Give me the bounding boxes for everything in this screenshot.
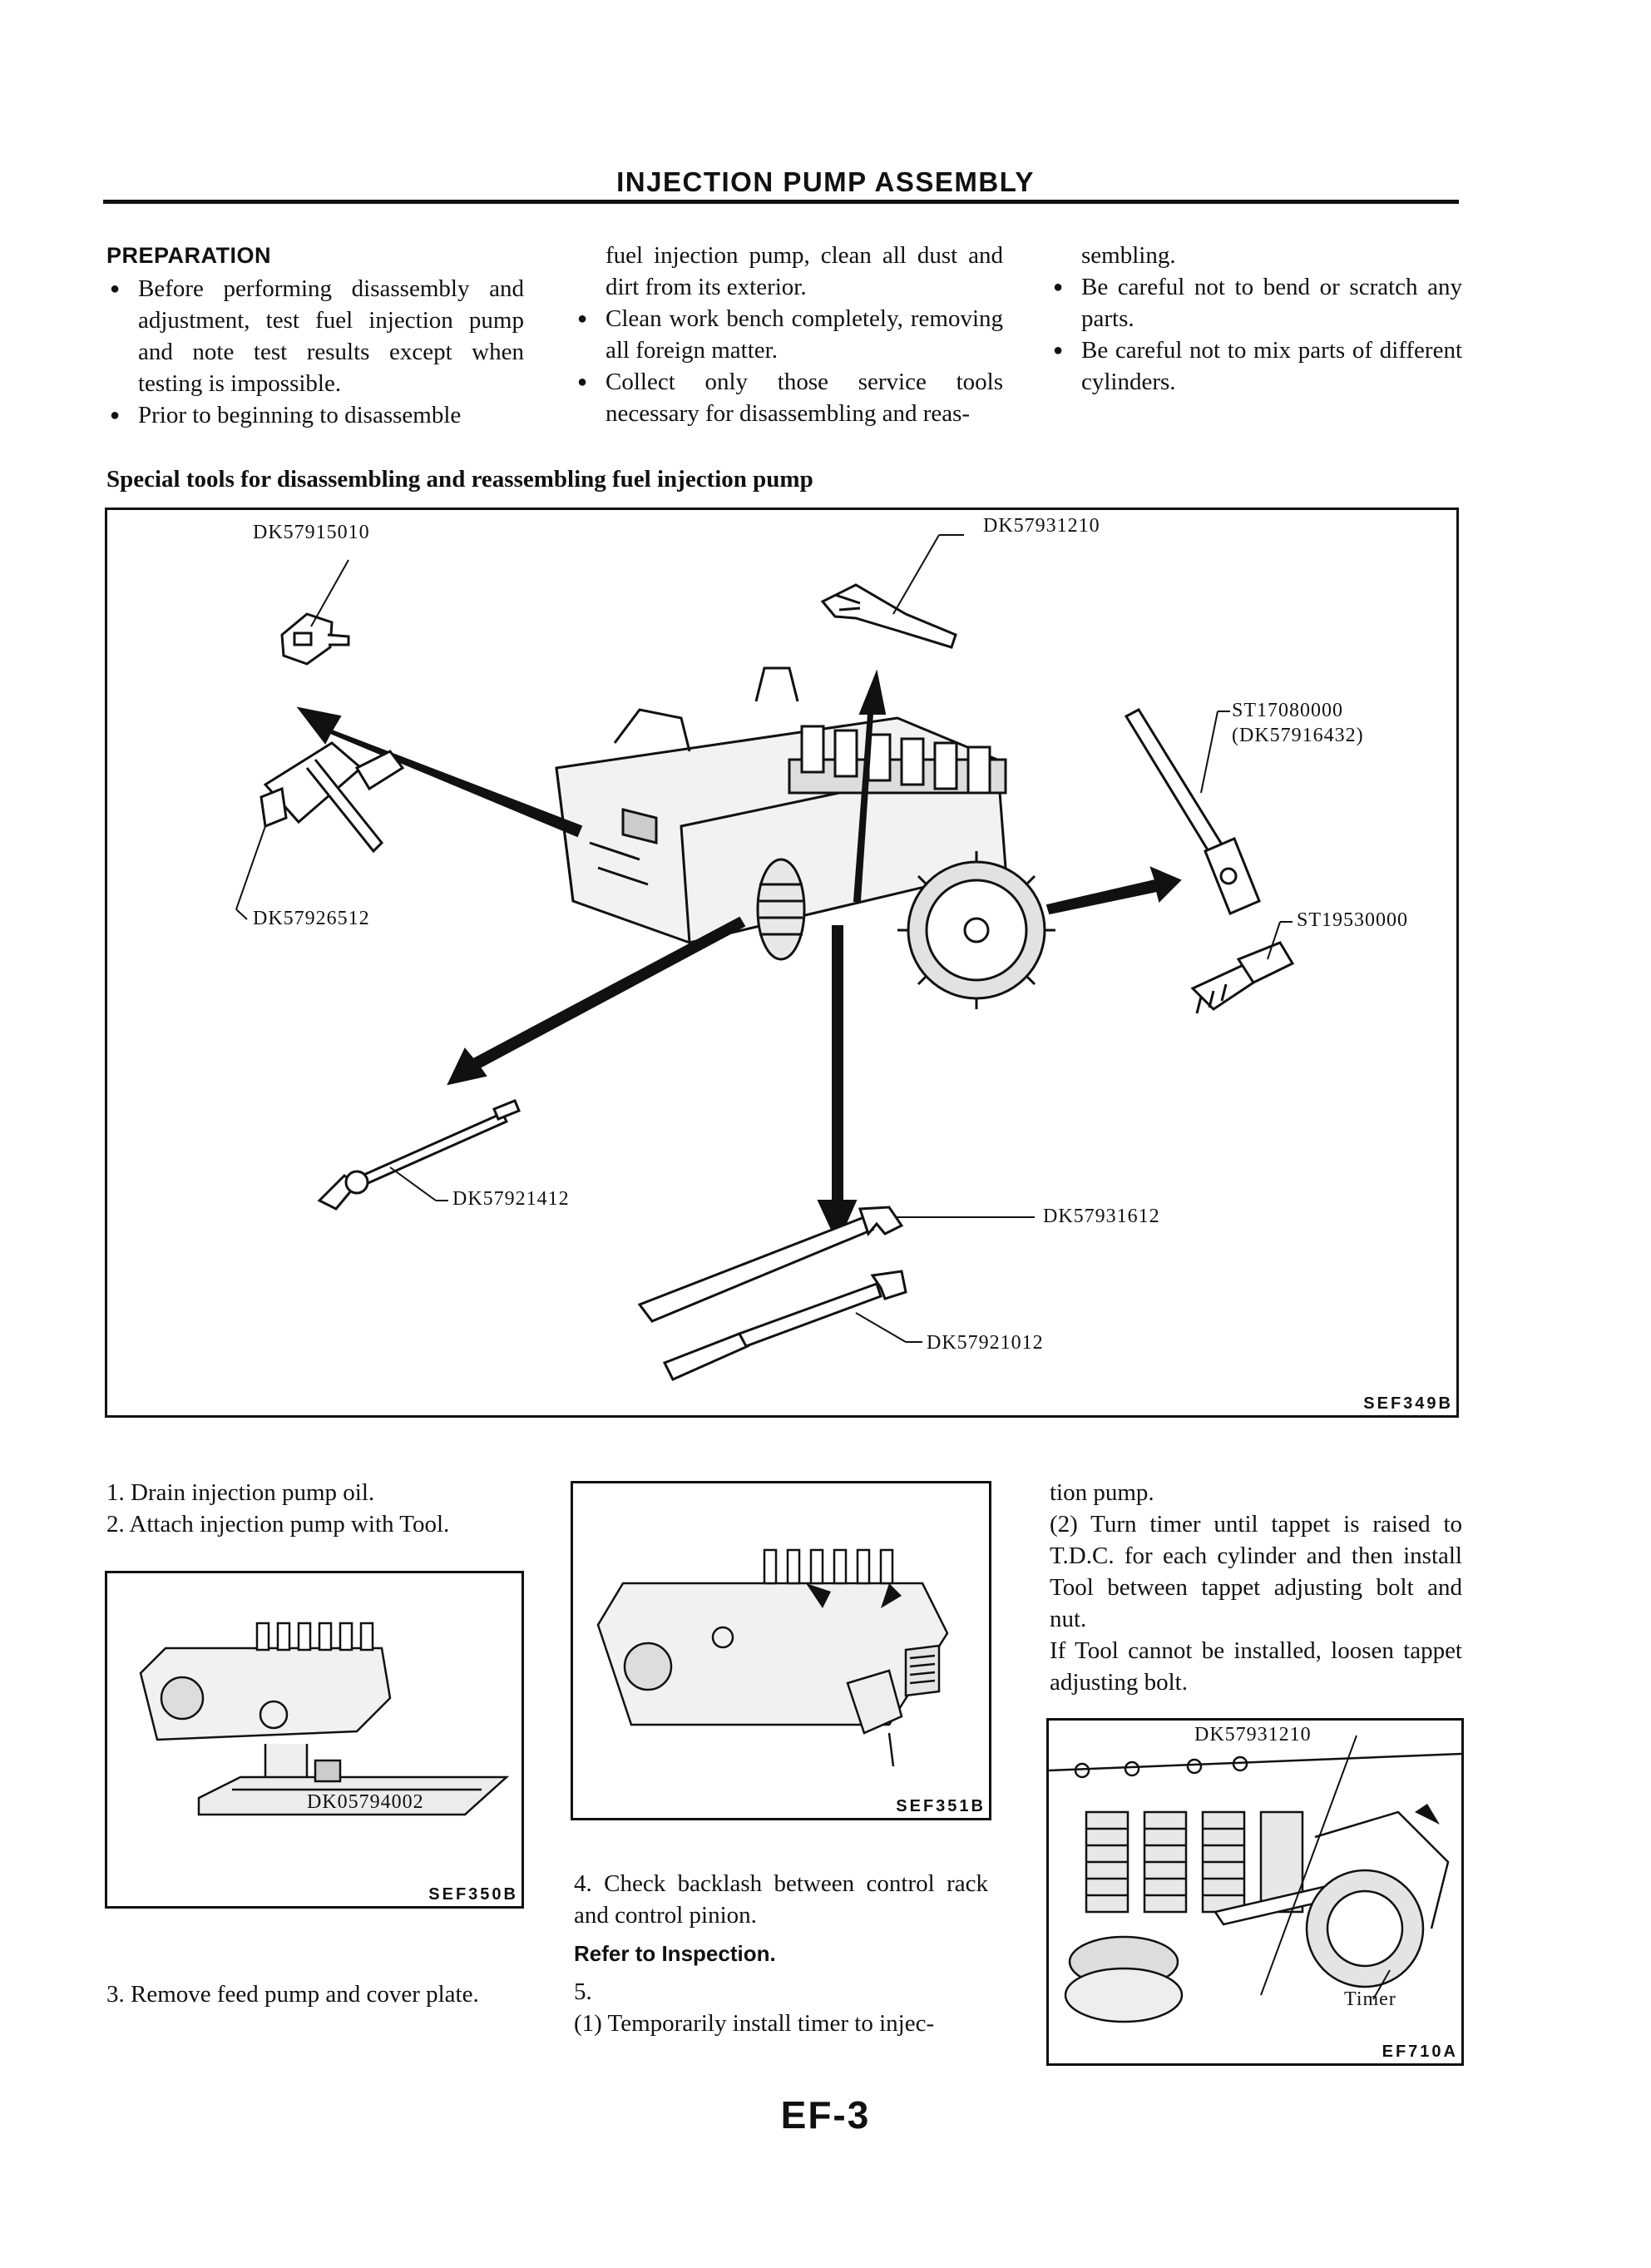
figure-sef350b: DK05794002 SEF350B <box>105 1571 524 1909</box>
figure-sef351b: SEF351B <box>571 1481 991 1820</box>
preparation-column-1: PREPARATION Before performing disassembl… <box>106 240 524 431</box>
label-st19530000: ST19530000 <box>1297 909 1409 931</box>
step-4-text: 4. Check backlash between control rack a… <box>574 1870 988 1929</box>
direction-arrows <box>296 669 1182 1245</box>
tool-socket-adapter <box>280 559 350 666</box>
label-st17080000: ST17080000 <box>1232 700 1344 721</box>
label-dk57921012: DK57921012 <box>927 1332 1044 1354</box>
figure-code-sef350b: SEF350B <box>428 1885 518 1904</box>
tool-bolt <box>1190 921 1295 1014</box>
label-dk05794002: DK05794002 <box>307 1791 424 1813</box>
refer-inspection-link: Refer to Inspection. <box>574 1941 776 1966</box>
header-rule <box>103 200 1459 204</box>
bullet-clean-bench: Clean work bench completely, removing al… <box>574 303 1003 366</box>
step-1-text: 1. Drain injection pump oil. <box>106 1479 375 1506</box>
page-number: EF-3 <box>780 2093 871 2137</box>
figure-code-ef710a: EF710A <box>1382 2043 1458 2061</box>
preparation-column-3: sembling. Be careful not to bend or scra… <box>1050 240 1462 398</box>
step-5-note: If Tool cannot be installed, loosen tapp… <box>1050 1637 1462 1696</box>
bullet-no-scratch: Be careful not to bend or scratch any pa… <box>1050 271 1462 334</box>
label-dk57926512: DK57926512 <box>253 908 370 929</box>
tool-open-wrench <box>637 1206 1035 1323</box>
special-tools-illustration <box>235 534 1295 1381</box>
label-dk57931210-fig: DK57931210 <box>1194 1724 1312 1746</box>
bullet-test-pump: Before performing disassembly and adjust… <box>106 273 524 399</box>
step-5-number: 5. <box>574 1978 592 2005</box>
special-tools-caption: Special tools for disassembling and reas… <box>106 466 813 493</box>
step-5-2-text: (2) Turn timer until tappet is raised to… <box>1050 1511 1462 1632</box>
tool-fork-plate <box>820 534 964 649</box>
special-tools-figure: DK57915010 DK57931210 ST17080000 (DK5791… <box>105 508 1459 1418</box>
bullet-clean-cont: fuel injection pump, clean all dust and … <box>606 242 1003 300</box>
steps-middle-column: 4. Check backlash between control rack a… <box>574 1868 988 2039</box>
label-dk57915010: DK57915010 <box>253 522 370 543</box>
bullet-collect-tools: Collect only those service tools necessa… <box>574 366 1003 429</box>
figure-code-sef351b: SEF351B <box>896 1797 986 1815</box>
bullet-prior-begin: Prior to beginning to disassemble <box>106 399 524 431</box>
label-timer: Timer <box>1344 1988 1396 2010</box>
tool-t-handle <box>317 1099 521 1211</box>
bullet-collect-cont: sembling. <box>1081 242 1176 269</box>
step-5-1-text: (1) Temporarily install timer to injec- <box>574 2010 935 2037</box>
step-3-block: 3. Remove feed pump and cover plate. <box>106 1978 521 2010</box>
label-dk57916432: (DK57916432) <box>1232 725 1364 746</box>
tappet-timer-illustration <box>1049 1735 1461 2023</box>
tool-handle-wrench <box>662 1270 922 1381</box>
label-dk57931210: DK57931210 <box>983 515 1100 537</box>
section-title: INJECTION PUMP ASSEMBLY <box>616 166 1035 197</box>
step-3-text: 3. Remove feed pump and cover plate. <box>106 1981 479 2008</box>
pump-rack-illustration <box>596 1548 949 1767</box>
tool-long-bar <box>1124 708 1261 915</box>
steps-left-column: 1. Drain injection pump oil. 2. Attach i… <box>106 1477 522 1540</box>
figure-code-sef349b: SEF349B <box>1363 1394 1453 1413</box>
preparation-column-2: fuel injection pump, clean all dust and … <box>574 240 1003 429</box>
step-5-1-cont: tion pump. <box>1050 1479 1154 1506</box>
label-dk57921412: DK57921412 <box>452 1188 570 1210</box>
tool-plug-bar <box>235 741 405 920</box>
steps-right-column: tion pump. (2) Turn timer until tappet i… <box>1050 1477 1462 1698</box>
preparation-heading: PREPARATION <box>106 243 272 268</box>
step-2-text: 2. Attach injection pump with Tool. <box>106 1511 450 1538</box>
label-dk57931612: DK57931612 <box>1043 1206 1160 1227</box>
injection-pump-drawing <box>555 666 1055 1009</box>
bullet-no-mix: Be careful not to mix parts of different… <box>1050 334 1462 398</box>
figure-ef710a: DK57931210 Timer EF710A <box>1046 1718 1464 2066</box>
pump-on-stand-illustration <box>139 1622 510 1816</box>
